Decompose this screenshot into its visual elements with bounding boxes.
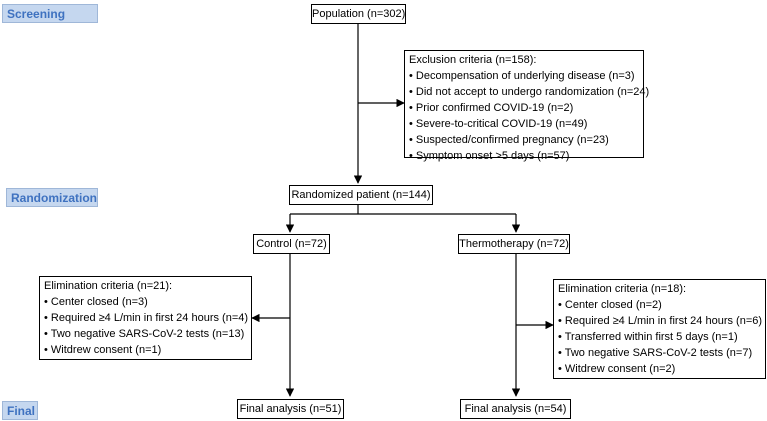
- control-box: Control (n=72): [253, 234, 330, 254]
- thermotherapy-elimination-item: Witdrew consent (n=2): [558, 361, 761, 377]
- population-box: Population (n=302): [311, 4, 406, 24]
- randomized-label: Randomized patient (n=144): [291, 189, 431, 201]
- exclusion-item: Severe-to-critical COVID-19 (n=49): [409, 116, 639, 132]
- exclusion-item: Decompensation of underlying disease (n=…: [409, 68, 639, 84]
- control-final-box: Final analysis (n=51): [237, 399, 344, 419]
- exclusion-criteria-box: Exclusion criteria (n=158): Decompensati…: [404, 50, 649, 162]
- thermotherapy-final-label: Final analysis (n=54): [464, 403, 567, 415]
- thermotherapy-label: Thermotherapy (n=72): [459, 238, 569, 250]
- control-final-label: Final analysis (n=51): [239, 403, 342, 415]
- exclusion-item: Symptom onset >5 days (n=57): [409, 148, 639, 164]
- control-elimination-box: Elimination criteria (n=21): Center clos…: [39, 276, 252, 360]
- exclusion-item: Did not accept to undergo randomization …: [409, 84, 649, 100]
- randomized-box: Randomized patient (n=144): [289, 185, 433, 205]
- thermotherapy-box: Thermotherapy (n=72): [458, 234, 570, 254]
- exclusion-item: Suspected/confirmed pregnancy (n=23): [409, 132, 639, 148]
- thermotherapy-elimination-item: Transferred within first 5 days (n=1): [558, 329, 761, 345]
- thermotherapy-elimination-box: Elimination criteria (n=18): Center clos…: [553, 279, 766, 379]
- thermotherapy-elimination-item: Two negative SARS-CoV-2 tests (n=7): [558, 345, 761, 361]
- control-elimination-title: Elimination criteria (n=21):: [44, 280, 173, 292]
- thermotherapy-elimination-item: Center closed (n=2): [558, 297, 761, 313]
- control-elimination-item: Center closed (n=3): [44, 294, 247, 310]
- thermotherapy-final-box: Final analysis (n=54): [460, 399, 571, 419]
- exclusion-title: Exclusion criteria (n=158):: [409, 54, 537, 66]
- stage-label-final: Final: [2, 401, 38, 420]
- stage-label-randomization: Randomization: [6, 188, 98, 207]
- control-label: Control (n=72): [256, 238, 327, 250]
- control-elimination-item: Two negative SARS-CoV-2 tests (n=13): [44, 326, 247, 342]
- thermotherapy-elimination-title: Elimination criteria (n=18):: [558, 283, 687, 295]
- control-elimination-item: Required ≥4 L/min in first 24 hours (n=4…: [44, 310, 248, 326]
- control-elimination-item: Witdrew consent (n=1): [44, 342, 247, 358]
- stage-label-screening: Screening: [2, 4, 98, 23]
- exclusion-item: Prior confirmed COVID-19 (n=2): [409, 100, 639, 116]
- population-label: Population (n=302): [312, 8, 406, 20]
- thermotherapy-elimination-item: Required ≥4 L/min in first 24 hours (n=6…: [558, 313, 762, 329]
